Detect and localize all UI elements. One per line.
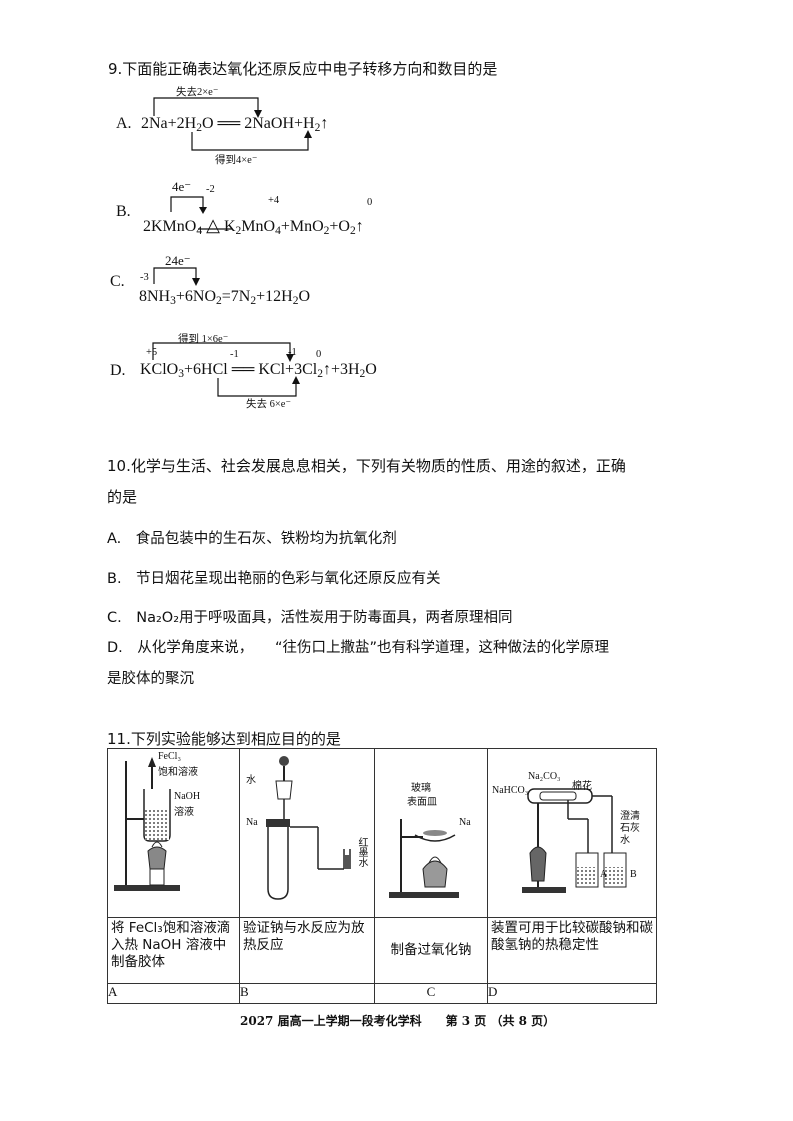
q9-b-ox-0: 0: [367, 197, 373, 208]
label-na2co3: Na₂CO₃: [528, 771, 561, 782]
page-footer: 2027 届高一上学期一段考化学科 第 3 页 （共 8 页）: [240, 1014, 556, 1028]
apparatus-d-drawing: [522, 788, 627, 893]
q10-option-a: A. 食品包装中的生石灰、铁粉均为抗氧化剂: [107, 531, 397, 547]
q9-c-label: C.: [110, 273, 125, 290]
question-10-stem-line2: 的是: [107, 488, 138, 506]
question-11-stem: 11.下列实验能够达到相应目的的是: [107, 730, 341, 748]
label-cotton: 棉花: [572, 781, 592, 792]
apparatus-a: FeCl₃ 饱和溶液 NaOH 溶液: [107, 748, 240, 918]
apparatus-c-drawing: [389, 819, 459, 898]
label-saturated: 饱和溶液: [158, 767, 198, 778]
apparatus-a-drawing: [114, 757, 180, 891]
caption-c: 制备过氧化钠: [374, 917, 488, 984]
question-10-stem-line1: 10.化学与生活、社会发展息息相关，下列有关物质的性质、用途的叙述，正确: [107, 457, 626, 475]
apparatus-d: Na₂CO₃ NaHCO₃ 棉花 澄清石灰水 A B: [487, 748, 657, 918]
q9-d-label: D.: [110, 362, 126, 379]
q10-option-b: B. 节日烟花呈现出艳丽的色彩与氧化还原反应有关: [107, 571, 441, 587]
label-solution: 溶液: [174, 807, 194, 818]
q9-c-mark: -3: [140, 272, 149, 283]
q9-d-ox-0: 0: [316, 349, 322, 360]
letter-b: B: [239, 983, 375, 1004]
letter-c: C: [374, 983, 488, 1004]
label-nahco3: NaHCO₃: [492, 785, 529, 796]
label-glass: 玻璃: [411, 783, 431, 794]
q10-option-c: C. Na₂O₂用于呼吸面具，活性炭用于防毒面具，两者原理相同: [107, 610, 513, 626]
q9-d-ox-m1a: -1: [230, 349, 239, 360]
letter-d: D: [487, 983, 657, 1004]
letter-a: A: [107, 983, 240, 1004]
q9-a-equation: 2Na+2H2O ══ 2NaOH+H2↑: [141, 115, 329, 134]
q9-b-label: B.: [116, 203, 131, 220]
caption-a: 将 FeCl₃饱和溶液滴入热 NaOH 溶液中制备胶体: [107, 917, 240, 984]
apparatus-b: 水 Na 红墨水: [239, 748, 375, 918]
label-na-c: Na: [459, 817, 471, 828]
q10-option-d-line1: D. 从化学角度来说， “往伤口上撒盐”也有科学道理，这种做法的化学原理: [107, 640, 610, 656]
experiment-table: FeCl₃ 饱和溶液 NaOH 溶液 水 Na 红墨水: [107, 748, 657, 1004]
q9-d-top-note: 得到 1×6e⁻: [178, 334, 229, 345]
q9-d-ox-m1b: -1: [288, 347, 297, 358]
q9-c-arrow: [153, 267, 200, 286]
q9-d-bottom-note: 失去 6×e⁻: [246, 399, 291, 410]
q9-b-ox-p4: +4: [268, 195, 280, 206]
label-red-ink: 红墨水: [356, 837, 367, 867]
q9-b-equation: 2KMnO4 △ K2MnO4+MnO2+O2↑: [143, 215, 364, 237]
caption-b: 验证钠与水反应为放热反应: [239, 917, 375, 984]
q10-option-d-line2: 是胶体的聚沉: [107, 671, 194, 687]
q9-b-heat-line: [198, 228, 232, 230]
q9-d-equation: KClO3+6HCl ══ KCl+3Cl2↑+3H2O: [140, 361, 377, 380]
q9-d-arrows: [152, 342, 300, 397]
q9-a-top-note: 失去2×e⁻: [176, 87, 219, 98]
label-watch-glass: 表面皿: [407, 797, 437, 808]
q9-b-note: 4e⁻: [172, 179, 192, 194]
label-beaker-a: A: [600, 869, 608, 880]
caption-d: 装置可用于比较碳酸钠和碳酸氢钠的热稳定性: [487, 917, 657, 984]
q9-a-bottom-note: 得到4×e⁻: [215, 155, 258, 166]
q9-c-note: 24e⁻: [165, 253, 191, 268]
q9-b-ox-m2: -2: [206, 184, 215, 195]
q9-b-arrow: [170, 196, 207, 214]
q9-a-arrows: [153, 97, 312, 151]
label-beaker-b: B: [630, 869, 637, 880]
question-9-stem: 9.下面能正确表达氧化还原反应中电子转移方向和数目的是: [108, 60, 498, 78]
apparatus-b-drawing: [266, 756, 351, 900]
q9-a-label: A.: [116, 115, 132, 132]
label-na-b: Na: [246, 817, 258, 828]
q9-c-equation: 8NH3+6NO2=7N2+12H2O: [139, 288, 311, 307]
label-fecl3: FeCl₃: [158, 751, 181, 762]
q9-d-ox-p5: +5: [146, 347, 158, 358]
label-naoh: NaOH: [174, 791, 201, 802]
apparatus-c: 玻璃 表面皿 Na: [374, 748, 488, 918]
label-limewater: 澄清石灰水: [620, 811, 640, 846]
label-water: 水: [246, 775, 256, 786]
